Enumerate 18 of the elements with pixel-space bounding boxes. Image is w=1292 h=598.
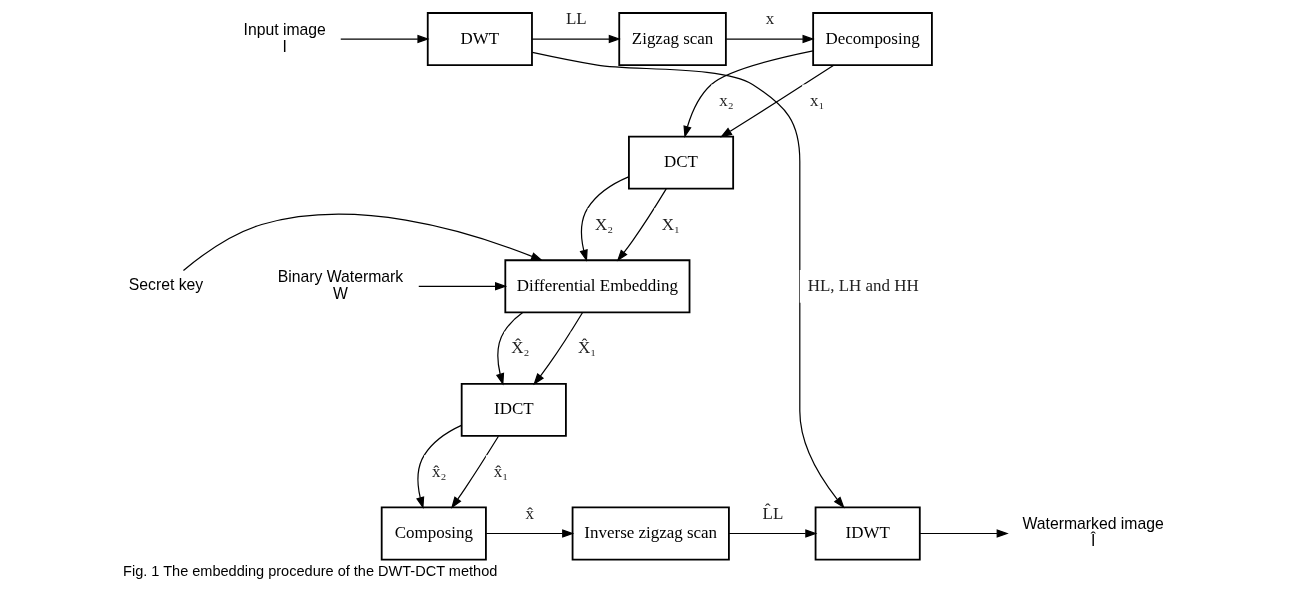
edge-label: x <box>765 9 774 29</box>
edge-label: x̂ <box>525 503 534 523</box>
edge-label: HL, LH and HH <box>807 276 919 296</box>
caption: Fig. 1 The embedding procedure of the DWT-DCT method <box>122 563 497 580</box>
edge-label: X₂ <box>594 214 613 234</box>
edge-label: x̂₂ <box>431 461 446 481</box>
edge-label: x₂ <box>718 90 734 110</box>
edge-label: X₁ <box>661 214 680 234</box>
edge-label: x₁ <box>809 90 824 110</box>
edge-label: L̂L <box>762 503 783 523</box>
node-text: Binary Watermark W <box>277 267 403 302</box>
edge-label: X̂₂ <box>510 338 530 358</box>
edge-label: LL <box>565 9 587 29</box>
edge-label: x̂₁ <box>493 461 508 481</box>
node-text: Input image I <box>243 20 326 55</box>
node-text: Watermarked image Î <box>1021 515 1164 550</box>
edge-label: X̂₁ <box>577 338 596 358</box>
node-text: Secret key <box>128 276 203 294</box>
